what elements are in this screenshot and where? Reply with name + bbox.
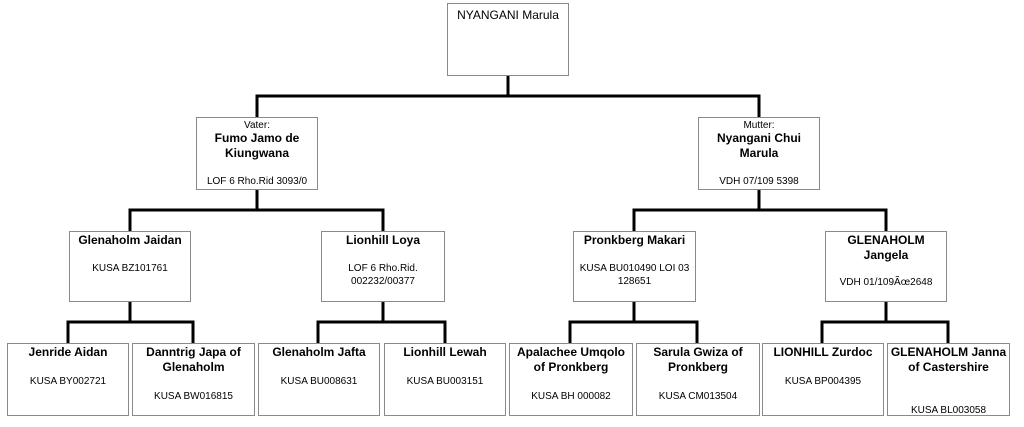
grandparent-name: Glenaholm Jaidan [78,233,182,247]
mother-box: Mutter: Nyangani Chui Marula VDH 07/109 … [698,117,820,190]
great-grandparent-registration: KUSA BW016815 [154,391,233,402]
great-grandparent-box-8: GLENAHOLM Janna of Castershire KUSA BL00… [887,343,1010,416]
great-grandparent-name: Glenaholm Jafta [272,345,366,359]
great-grandparent-registration: KUSA BH 000082 [531,391,611,402]
grandparent-name: Lionhill Loya [346,233,420,247]
great-grandparent-name: Danntrig Japa of Glenaholm [146,345,241,374]
subject-name: NYANGANI Marula [457,8,559,22]
grandparent-registration: KUSA BU010490 LOI 03 128651 [579,263,690,287]
great-grandparent-name: Jenride Aidan [28,345,108,359]
father-role-label: Vater: [244,120,270,131]
great-grandparent-registration: KUSA BL003058 [910,405,987,416]
great-grandparent-box-4: Lionhill Lewah KUSA BU003151 [384,343,506,416]
great-grandparent-box-2: Danntrig Japa of Glenaholm KUSA BW016815 [132,343,255,416]
great-grandparent-registration: KUSA BU008631 [280,376,358,387]
subject-box: NYANGANI Marula [447,3,569,76]
father-registration: LOF 6 Rho.Rid 3093/0 [206,176,308,187]
great-grandparent-name: Sarula Gwiza of Pronkberg [653,345,743,374]
great-grandparent-registration: KUSA CM013504 [658,391,738,402]
grandparent-box-2: Lionhill Loya LOF 6 Rho.Rid. 002232/0037… [321,231,445,302]
grandparent-box-4: GLENAHOLM Jangela VDH 01/109Ãœ2648 [825,231,947,302]
grandparent-name: GLENAHOLM Jangela [847,233,925,262]
great-grandparent-registration: KUSA BY002721 [29,376,107,387]
great-grandparent-box-6: Sarula Gwiza of Pronkberg KUSA CM013504 [636,343,760,416]
father-box: Vater: Fumo Jamo de Kiungwana LOF 6 Rho.… [196,117,318,190]
great-grandparent-name: Lionhill Lewah [403,345,487,359]
great-grandparent-name: Apalachee Umqolo of Pronkberg [516,345,626,374]
grandparent-box-3: Pronkberg Makari KUSA BU010490 LOI 03 12… [573,231,696,302]
great-grandparent-box-7: LIONHILL Zurdoc KUSA BP004395 [762,343,884,416]
great-grandparent-box-1: Jenride Aidan KUSA BY002721 [7,343,129,416]
father-name: Fumo Jamo de Kiungwana [214,131,300,160]
great-grandparent-registration: KUSA BP004395 [784,376,862,387]
mother-name: Nyangani Chui Marula [716,131,801,160]
grandparent-registration: VDH 01/109Ãœ2648 [839,277,933,288]
grandparent-box-1: Glenaholm Jaidan KUSA BZ101761 [69,231,191,302]
grandparent-registration: LOF 6 Rho.Rid. 002232/00377 [348,263,418,287]
great-grandparent-registration: KUSA BU003151 [406,376,484,387]
great-grandparent-box-5: Apalachee Umqolo of Pronkberg KUSA BH 00… [509,343,633,416]
grandparent-registration: KUSA BZ101761 [92,263,168,274]
grandparent-name: Pronkberg Makari [583,233,686,247]
great-grandparent-name: GLENAHOLM Janna of Castershire [890,345,1007,374]
great-grandparent-box-3: Glenaholm Jafta KUSA BU008631 [258,343,380,416]
mother-role-label: Mutter: [743,120,775,131]
mother-registration: VDH 07/109 5398 [719,176,799,187]
great-grandparent-name: LIONHILL Zurdoc [773,345,873,359]
